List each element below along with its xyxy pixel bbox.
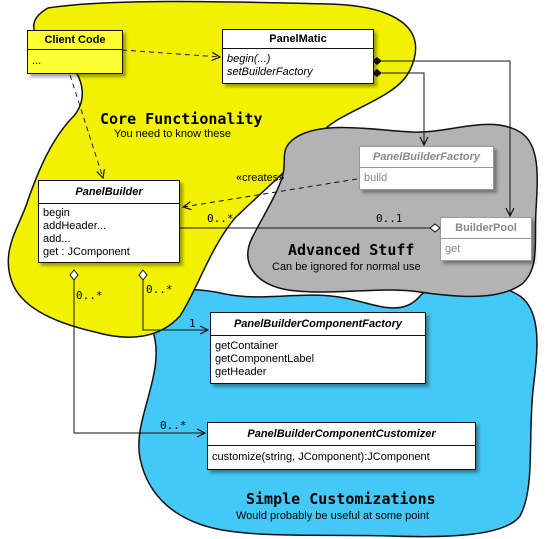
client-code-members: ... (28, 50, 122, 73)
client-code-class[interactable]: Client Code ... (27, 30, 123, 74)
class-member: getHeader (215, 366, 267, 378)
panelmatic-pool-diamond (372, 57, 382, 65)
class-member: begin(...) (227, 53, 271, 65)
component-factory-class[interactable]: PanelBuilderComponentFactory getContaine… (210, 312, 426, 384)
customizer-class-multiplicity: 0..* (160, 419, 187, 432)
creates-stereotype-label: «creates» (236, 172, 285, 184)
builderpool-class[interactable]: BuilderPool get (440, 217, 532, 261)
simple-customizations-title: Simple Customizations (246, 490, 436, 508)
class-member: begin (43, 207, 70, 219)
advanced-stuff-subtitle: Can be ignored for normal use (272, 261, 421, 273)
panelbuilderfactory-members: build (360, 168, 493, 189)
client-to-panelmatic-edge (121, 49, 220, 57)
panelmatic-class[interactable]: PanelMatic begin(...) setBuilderFactory (222, 29, 374, 84)
class-member: ... (32, 55, 42, 67)
builder-to-component-factory-edge (142, 280, 208, 330)
panelbuilder-class[interactable]: PanelBuilder begin addHeader... add... g… (38, 180, 180, 263)
panelmatic-name: PanelMatic (223, 30, 373, 49)
class-member: customize(string, JComponent):JComponent (212, 451, 430, 463)
panelbuilder-name: PanelBuilder (39, 181, 179, 204)
component-customizer-members: customize(string, JComponent):JComponent (208, 446, 475, 469)
class-member: getComponentLabel (215, 353, 315, 365)
builderpool-members: get (441, 239, 531, 260)
core-functionality-title: Core Functionality (100, 110, 263, 128)
class-member: add... (43, 233, 71, 245)
panelmatic-to-pool-edge (382, 60, 510, 216)
factory-one-multiplicity: 1 (189, 317, 196, 330)
class-member: getContainer (215, 340, 278, 352)
client-to-panelbuilder-edge (69, 74, 103, 178)
factory-many-multiplicity: 0..* (146, 283, 173, 296)
client-code-name: Client Code (28, 31, 122, 50)
simple-customizations-subtitle: Would probably be useful at some point (236, 510, 430, 522)
panelbuilderfactory-name: PanelBuilderFactory (360, 147, 493, 168)
builderpool-name: BuilderPool (441, 218, 531, 239)
component-customizer-class[interactable]: PanelBuilderComponentCustomizer customiz… (207, 422, 476, 470)
customizer-many-multiplicity: 0..* (76, 289, 103, 302)
pool-many-multiplicity: 0..* (207, 212, 234, 225)
core-functionality-subtitle: You need to know these (114, 128, 232, 140)
class-member: setBuilderFactory (227, 66, 313, 78)
panelmatic-members: begin(...) setBuilderFactory (223, 49, 373, 83)
panelmatic-factory-diamond (372, 69, 382, 77)
class-member: get : JComponent (43, 246, 130, 258)
panelbuilder-members: begin addHeader... add... get : JCompone… (39, 204, 179, 262)
advanced-stuff-title: Advanced Stuff (288, 241, 415, 259)
panelmatic-to-factory-edge (382, 72, 424, 145)
panelbuilderfactory-class[interactable]: PanelBuilderFactory build (359, 146, 494, 190)
builder-to-customizer-edge (73, 280, 205, 433)
component-customizer-name: PanelBuilderComponentCustomizer (208, 423, 475, 446)
factory-creates-builder-edge (183, 178, 358, 207)
component-factory-members: getContainer getComponentLabel getHeader (211, 336, 425, 383)
class-member: addHeader... (43, 220, 106, 232)
class-member: get (445, 243, 461, 255)
pool-one-multiplicity: 0..1 (376, 212, 403, 225)
component-factory-name: PanelBuilderComponentFactory (211, 313, 425, 336)
class-member: build (364, 172, 388, 184)
